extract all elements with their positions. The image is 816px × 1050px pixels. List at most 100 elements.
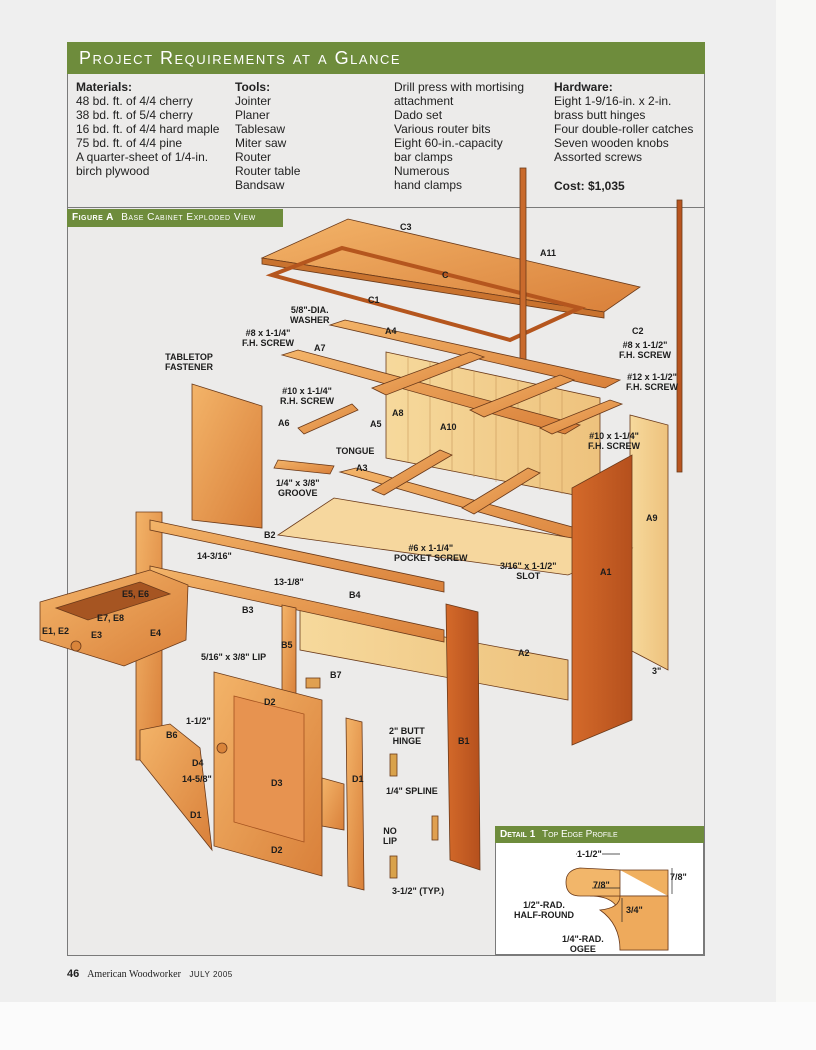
label-3-inch: 3" <box>652 666 662 676</box>
label-c3: C3 <box>400 222 412 232</box>
label-d2-bottom: D2 <box>271 845 283 855</box>
hardware-heading: Hardware: <box>554 80 613 94</box>
label-screw-10-rh: #10 x 1-1/4" R.H. SCREW <box>280 386 334 406</box>
materials-item: birch plywood <box>76 164 150 178</box>
detail-width-7-8: 7/8" <box>593 880 610 890</box>
materials-heading: Materials: <box>76 80 133 94</box>
label-a3: A3 <box>356 463 368 473</box>
detail-prefix: Detail 1 <box>500 829 536 840</box>
label-a8: A8 <box>392 408 404 418</box>
tools-item: Various router bits <box>394 122 491 136</box>
label-slot: 3/16" x 1-1/2" SLOT <box>500 561 557 581</box>
tools-item: Drill press with mortising <box>394 80 525 94</box>
label-e7-e8: E7, E8 <box>97 613 125 623</box>
label-b7: B7 <box>330 670 342 680</box>
label-b2: B2 <box>264 530 276 540</box>
tools-item: Dado set <box>394 108 443 122</box>
side-panel-right <box>571 454 633 746</box>
label-dim-13-1-8: 13-1/8" <box>274 577 304 587</box>
label-a5: A5 <box>370 419 382 429</box>
tools-item: Jointer <box>235 94 272 108</box>
figure-header: Figure A Base Cabinet Exploded View <box>67 209 283 227</box>
label-b4: B4 <box>349 590 361 600</box>
label-c1: C1 <box>368 295 380 305</box>
hardware-item: Assorted screws <box>554 150 643 164</box>
label-d1-left: D1 <box>190 810 202 820</box>
detail-width-1-1-2: 1-1/2" <box>577 849 602 859</box>
label-e1-e2: E1, E2 <box>42 626 70 636</box>
label-washer: 5/8"-DIA. WASHER <box>290 305 330 325</box>
tools-item: Eight 60-in.-capacity <box>394 136 503 150</box>
label-pocket-screw: #6 x 1-1/4" POCKET SCREW <box>394 543 468 563</box>
label-e3: E3 <box>91 630 103 640</box>
tools-column: Tools: Jointer Planer Tablesaw Miter saw… <box>235 80 300 192</box>
label-d2-top: D2 <box>264 697 276 707</box>
tools-item: Bandsaw <box>235 178 285 192</box>
tools-item: Tablesaw <box>235 122 286 136</box>
label-tabletop-fastener: TABLETOP FASTENER <box>165 352 214 372</box>
hardware-item: Eight 1-9/16-in. x 2-in. <box>554 94 672 108</box>
detail-half-round-label: 1/2"-RAD. HALF-ROUND <box>514 900 574 920</box>
tools-item: hand clamps <box>394 178 463 192</box>
materials-column: Materials: 48 bd. ft. of 4/4 cherry 38 b… <box>76 80 219 178</box>
page-number: 46 <box>67 968 80 980</box>
tools-item: attachment <box>394 94 454 108</box>
label-a11: A11 <box>540 248 557 258</box>
label-a10: A10 <box>440 422 457 432</box>
label-e4: E4 <box>150 628 162 638</box>
materials-item: A quarter-sheet of 1/4-in. <box>76 150 209 164</box>
page-footer: 46 American Woodworker JULY 2005 <box>67 968 233 980</box>
detail-ogee-label: 1/4"-RAD. OGEE <box>562 934 604 954</box>
label-typ: 3-1/2" (TYP.) <box>392 886 445 896</box>
label-butt-hinge: 2" BUTT HINGE <box>389 726 425 746</box>
label-tongue: TONGUE <box>336 446 375 456</box>
label-b1: B1 <box>458 736 470 746</box>
page-bottom-margin <box>0 1002 816 1050</box>
label-d1-right: D1 <box>352 774 364 784</box>
label-dim-1-1-2: 1-1/2" <box>186 716 211 726</box>
label-dim-14-5-8: 14-5/8" <box>182 774 212 784</box>
issue-date: JULY 2005 <box>189 970 233 979</box>
label-c: C <box>442 270 449 280</box>
figure-prefix: Figure A <box>72 212 114 223</box>
label-screw-12: #12 x 1-1/2" F.H. SCREW <box>626 372 679 392</box>
label-screw-10-fh: #10 x 1-1/4" F.H. SCREW <box>588 431 641 451</box>
label-spline: 1/4" SPLINE <box>386 786 438 796</box>
label-d3: D3 <box>271 778 283 788</box>
label-a1: A1 <box>600 567 612 577</box>
tools-item: bar clamps <box>394 150 453 164</box>
label-a6: A6 <box>278 418 290 428</box>
label-groove: 1/4" x 3/8" GROOVE <box>276 478 320 498</box>
label-a9: A9 <box>646 513 658 523</box>
requirements-header: Project Requirements at a Glance <box>67 42 705 74</box>
label-lip: 5/16" x 3/8" LIP <box>201 652 267 662</box>
label-b6: B6 <box>166 730 178 740</box>
detail-height-3-4: 3/4" <box>626 905 643 915</box>
tools-item: Router <box>235 150 272 164</box>
materials-item: 48 bd. ft. of 4/4 cherry <box>76 94 193 108</box>
label-a7: A7 <box>314 343 326 353</box>
label-screw-8-114: #8 x 1-1/4" F.H. SCREW <box>242 328 295 348</box>
label-no-lip: NO LIP <box>383 826 398 846</box>
label-b3: B3 <box>242 605 254 615</box>
label-a4: A4 <box>385 326 397 336</box>
side-panel-left <box>191 383 263 529</box>
tools-heading: Tools: <box>235 80 271 94</box>
materials-item: 16 bd. ft. of 4/4 hard maple <box>76 122 220 136</box>
tools-column-continued: Drill press with mortising attachment Da… <box>394 80 524 192</box>
section-divider <box>67 207 705 208</box>
label-b5: B5 <box>281 640 293 650</box>
detail-height-7-8: 7/8" <box>670 872 687 882</box>
label-screw-8-112: #8 x 1-1/2" F.H. SCREW <box>619 340 672 360</box>
hardware-item: Seven wooden knobs <box>554 136 669 150</box>
top-frame <box>265 245 587 343</box>
hardware-item: Four double-roller catches <box>554 122 694 136</box>
label-c2: C2 <box>632 326 644 336</box>
label-dim-14-3-16: 14-3/16" <box>197 551 232 561</box>
label-e5-e6: E5, E6 <box>122 589 150 599</box>
label-d4: D4 <box>192 758 204 768</box>
detail-title: Top Edge Profile <box>542 829 618 840</box>
materials-item: 38 bd. ft. of 5/4 cherry <box>76 108 193 122</box>
